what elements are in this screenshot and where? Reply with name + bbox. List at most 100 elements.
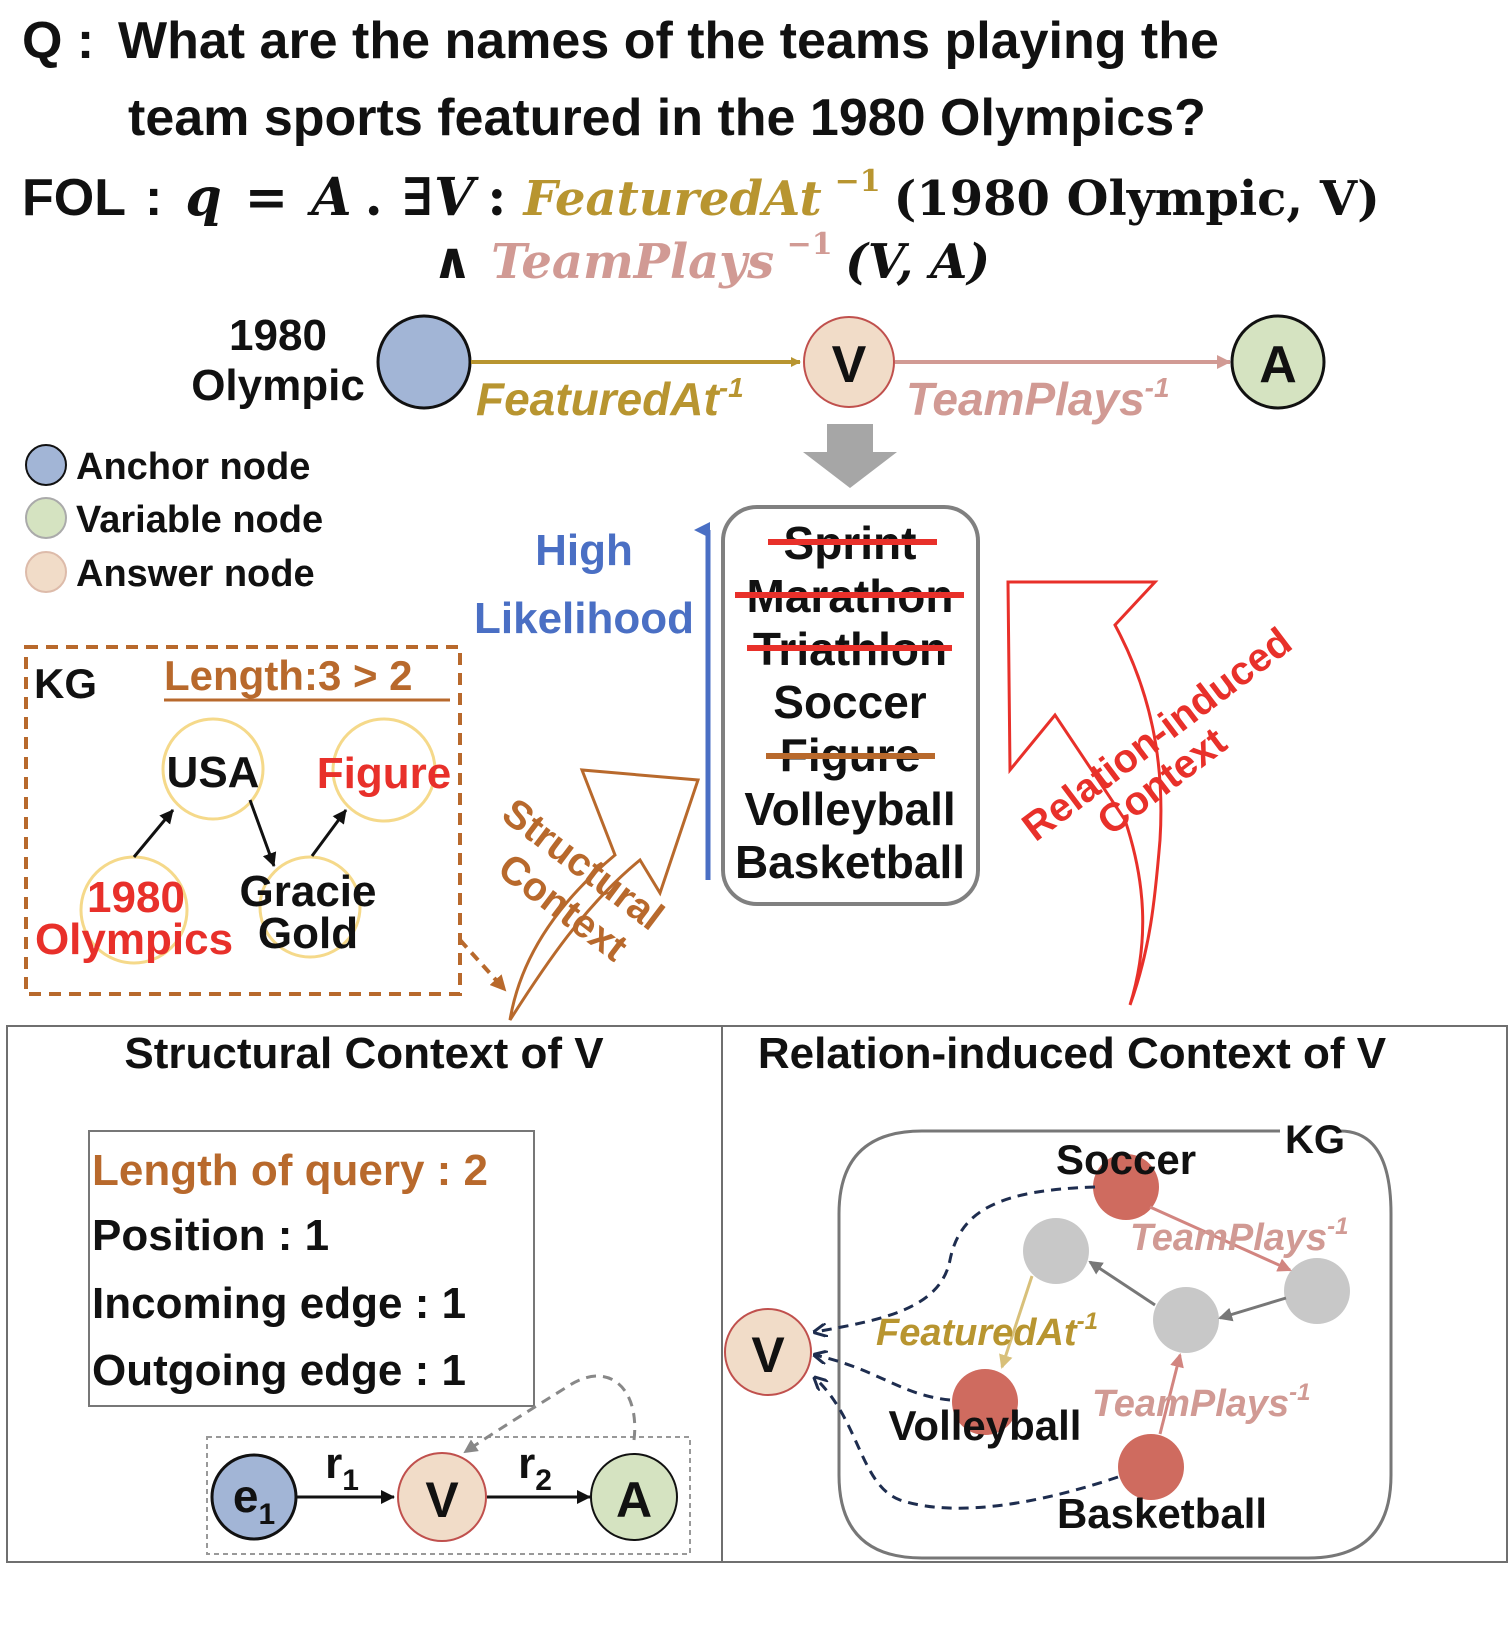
relation-dashed-volleyball-v: [815, 1355, 951, 1402]
bottom-panels-frame: [6, 1025, 1508, 1563]
structural-incoming: Incoming edge : 1: [92, 1279, 466, 1328]
kg-box-link: [458, 938, 507, 992]
relation-label-volleyball: Volleyball: [889, 1402, 1082, 1449]
target-node-v-label: V: [832, 336, 867, 394]
relation-label-basketball: Basketball: [1057, 1490, 1267, 1537]
relation-edge-gray1-volleyball: [999, 1275, 1034, 1369]
chain-node-a-label: A: [616, 1472, 652, 1528]
candidate-list-box: [721, 505, 980, 906]
edge-featuredat-label: FeaturedAt-1: [476, 372, 744, 425]
fol-args1: (1980 Olympic, V): [894, 171, 1380, 227]
legend-answer-label: Answer node: [76, 553, 315, 595]
relation-edge-soccer-gray2: [1149, 1205, 1292, 1272]
fol-formula-line1: FOL : q = A . ∃V : FeaturedAt −1 (1980 O…: [22, 146, 1380, 228]
anchor-node: [376, 314, 472, 410]
fol-dot: .: [365, 167, 383, 228]
relation-dashed-soccer-v: [815, 1185, 1096, 1332]
chain-box: [206, 1436, 691, 1555]
relation-edge-label-featuredat: FeaturedAt-1: [876, 1308, 1098, 1354]
kg-edge-gracie-figure: [310, 809, 348, 857]
structural-context-arrow: [508, 768, 701, 1021]
likelihood-line1: High: [535, 526, 633, 575]
kg-node-figure-label: Figure: [317, 749, 451, 798]
kg-edge-usa-gracie: [248, 799, 277, 867]
relation-panel-title: Relation-induced Context of V: [758, 1029, 1387, 1078]
relation-node-gray3: [1153, 1287, 1219, 1353]
fol-label: FOL: [22, 169, 126, 227]
edge-teamplays-label: TeamPlays-1: [906, 372, 1170, 425]
kg-length-label: Length:3 > 2: [164, 652, 413, 699]
fol-rel1: FeaturedAt: [522, 171, 822, 227]
legend-anchor-label: Anchor node: [76, 446, 310, 488]
chain-node-a: [590, 1453, 678, 1541]
kg-node-gracie-line1: Gracie: [240, 867, 377, 916]
anchor-label-line1: 1980: [229, 311, 327, 360]
relation-context-arrow: [1006, 580, 1163, 1006]
fol-exists: ∃V: [402, 167, 479, 228]
chain-r1-label: r1: [325, 1439, 359, 1497]
chain-r2-label: r2: [518, 1439, 552, 1497]
fol-rel2: TeamPlays: [491, 234, 774, 290]
relation-node-volleyball: [952, 1369, 1018, 1435]
chain-node-e1-label: e1: [233, 1470, 275, 1531]
structural-length-of-query: Length of query : 2: [92, 1146, 488, 1195]
relation-node-gray1: [1023, 1218, 1089, 1284]
relation-dashed-basketball-v: [815, 1378, 1119, 1510]
question-prefix: Q :: [22, 12, 94, 70]
fol-colon2: :: [487, 167, 506, 228]
relation-edge-gray2-gray3: [1218, 1296, 1287, 1322]
relation-node-basketball: [1118, 1434, 1184, 1500]
relation-edge-label-teamplays-top: TeamPlays-1: [1130, 1213, 1349, 1259]
relation-edge-label-teamplays-bottom: TeamPlays-1: [1092, 1379, 1311, 1425]
relation-node-soccer: [1093, 1154, 1159, 1220]
anchor-label-line2: Olympic: [191, 361, 365, 410]
relation-arrow-line1: Relation-induced: [1014, 619, 1300, 849]
kg-node-olympics-line1: 1980: [87, 873, 185, 922]
kg-node-usa-label: USA: [167, 748, 260, 797]
legend-anchor-swatch: [25, 444, 67, 486]
chain-node-v: [397, 1452, 487, 1542]
relation-edge-gray3-gray1: [1088, 1260, 1156, 1307]
relation-node-v: [724, 1308, 812, 1396]
candidate-soccer: Soccer: [773, 676, 927, 728]
kg-edge-olympics-usa: [132, 809, 175, 858]
legend-variable-swatch: [25, 497, 67, 539]
candidate-basketball: Basketball: [735, 836, 965, 888]
answer-node-a: [1230, 314, 1326, 410]
fol-q: q: [185, 167, 221, 228]
chain-node-e1: [210, 1453, 298, 1541]
candidate-volleyball: Volleyball: [744, 783, 955, 835]
relation-edge-basketball-gray3: [1158, 1353, 1184, 1435]
fol-and: ∧: [432, 231, 473, 290]
relation-node-v-label: V: [751, 1327, 785, 1383]
kg-node-gracie-line2: Gold: [258, 909, 358, 958]
legend-answer-swatch: [25, 551, 67, 593]
kg-dashed-box: [24, 645, 462, 996]
fol-rel2-sup: −1: [787, 227, 833, 262]
question-line1: What are the names of the teams playing …: [118, 12, 1219, 70]
structural-panel-title: Structural Context of V: [124, 1029, 604, 1078]
fol-formula-line2: ∧ TeamPlays −1 (V, A): [432, 209, 990, 290]
structural-position: Position : 1: [92, 1211, 329, 1260]
kg-node-usa: [161, 717, 265, 821]
question-line2: team sports featured in the 1980 Olympic…: [128, 89, 1206, 147]
legend-variable-label: Variable node: [76, 499, 323, 541]
kg-node-olympics-line2: Olympics: [35, 915, 233, 964]
fol-eq: =: [245, 167, 289, 228]
relation-label-soccer: Soccer: [1056, 1136, 1196, 1183]
kg-box-title: KG: [34, 660, 97, 707]
relation-kg-label: KG: [1285, 1118, 1345, 1162]
structural-info-box: [88, 1130, 535, 1407]
relation-node-gray2: [1284, 1258, 1350, 1324]
relation-kg-frame: [837, 1129, 1393, 1560]
answer-node-a-label: A: [1259, 336, 1297, 394]
fol-a: A: [306, 167, 351, 228]
fol-colon: :: [145, 169, 162, 227]
kg-node-gracie: [258, 855, 362, 959]
fol-rel1-sup: −1: [835, 164, 881, 199]
likelihood-line2: Likelihood: [474, 594, 694, 643]
down-arrow-icon: [803, 424, 897, 488]
fol-args2: (V, A): [845, 234, 990, 290]
